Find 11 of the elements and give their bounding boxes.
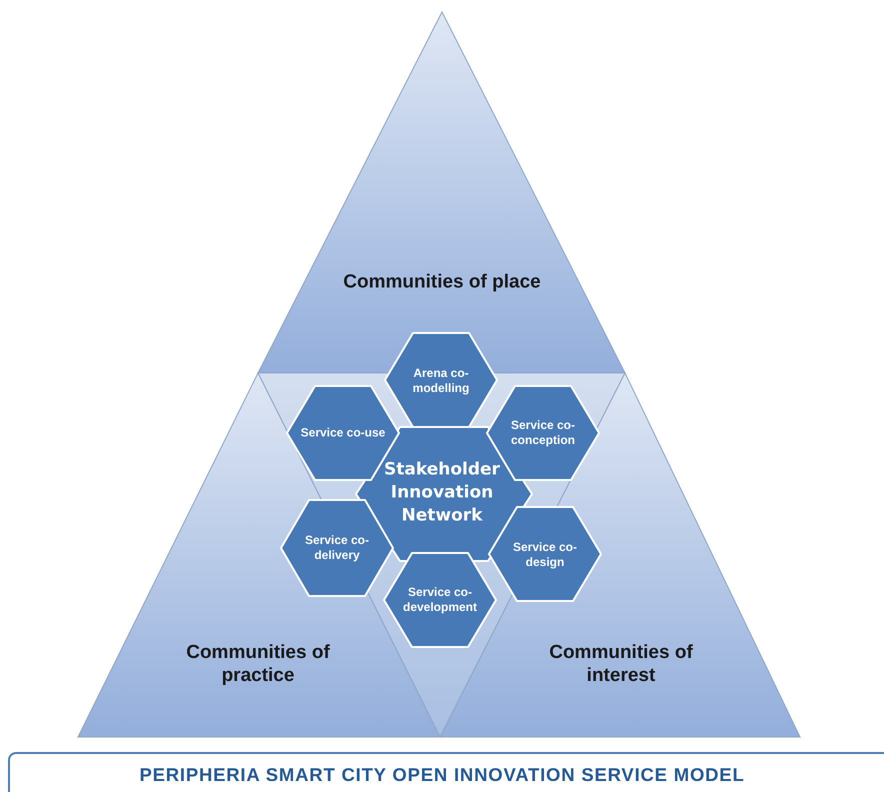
community-label: Communities of interest <box>548 642 694 688</box>
community-label: Communities of place <box>342 272 542 294</box>
service-label: Service co-design <box>512 540 578 570</box>
service-label: Stakeholder Innovation Network <box>383 458 501 528</box>
service-label: Service co-use <box>300 426 386 440</box>
community-label: Communities of practice <box>185 642 331 688</box>
service-label: Service co-delivery <box>304 533 370 563</box>
caption: PERIPHERIA SMART CITY OPEN INNOVATION SERVICE MODEL <box>139 764 745 786</box>
service-label: Arena co-modelling <box>412 366 470 396</box>
service-label: Service co-conception <box>510 418 576 448</box>
service-label: Service co-development <box>402 585 478 615</box>
